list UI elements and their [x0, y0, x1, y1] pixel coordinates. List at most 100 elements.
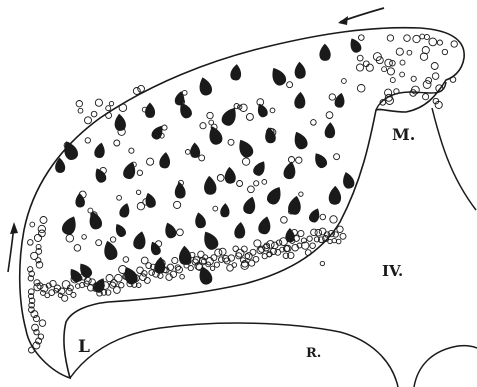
- small-cell: [432, 73, 439, 80]
- small-cell: [74, 245, 81, 252]
- small-cell: [424, 34, 429, 39]
- small-cell: [129, 148, 134, 153]
- small-cell: [334, 154, 340, 160]
- dark-cell: [206, 124, 224, 146]
- small-cell: [337, 226, 343, 232]
- small-cell: [296, 157, 302, 163]
- small-cell: [404, 35, 411, 42]
- small-cell: [136, 190, 140, 194]
- small-cell: [281, 217, 288, 224]
- small-cell: [217, 175, 224, 182]
- small-cell: [137, 267, 144, 274]
- small-cell: [332, 238, 336, 242]
- small-cell: [91, 111, 97, 117]
- dark-cell: [193, 211, 207, 229]
- small-cell: [188, 266, 193, 271]
- dark-cell: [230, 64, 242, 81]
- small-cell: [111, 280, 118, 287]
- dark-cell: [132, 230, 148, 251]
- small-cell: [382, 67, 387, 72]
- dark-cell: [257, 215, 273, 235]
- small-cell: [66, 235, 74, 243]
- m-boundary-curve: [432, 108, 476, 210]
- dark-cell: [224, 166, 237, 184]
- small-cell: [147, 158, 154, 165]
- small-cell: [270, 108, 275, 113]
- small-cell: [214, 262, 219, 267]
- dark-cell: [220, 203, 230, 218]
- small-cell: [84, 277, 91, 284]
- small-cell: [324, 232, 329, 237]
- dark-cell: [234, 221, 247, 239]
- label-m: M.: [392, 125, 415, 144]
- small-cell: [429, 38, 437, 46]
- small-cell: [437, 40, 442, 45]
- small-cell: [115, 274, 123, 282]
- dark-cell: [294, 91, 306, 109]
- small-cell: [450, 77, 456, 83]
- small-cell: [254, 181, 259, 186]
- small-cell: [241, 246, 247, 252]
- small-cell: [137, 170, 142, 175]
- small-cell: [177, 229, 184, 236]
- dark-cell: [148, 240, 162, 257]
- small-cell: [305, 250, 311, 256]
- small-cell: [320, 261, 324, 265]
- small-cell: [336, 239, 341, 244]
- small-cell: [85, 117, 92, 124]
- small-cell: [78, 108, 83, 113]
- small-cell: [310, 243, 316, 249]
- small-cell: [387, 35, 393, 41]
- small-cell: [106, 112, 112, 118]
- small-cell: [357, 55, 363, 61]
- small-cell: [209, 120, 214, 125]
- small-cell: [39, 230, 46, 237]
- small-cell: [400, 72, 405, 77]
- small-cell: [423, 94, 429, 100]
- dark-cell: [75, 193, 86, 208]
- small-cell: [242, 158, 249, 165]
- small-cell: [114, 140, 120, 146]
- dark-cell: [113, 222, 128, 239]
- small-cell: [96, 240, 102, 246]
- dark-cell: [190, 142, 201, 158]
- small-cell: [119, 283, 124, 288]
- dark-cell: [282, 160, 297, 180]
- r-region-outline: [70, 323, 398, 387]
- dark-cell: [101, 239, 119, 261]
- small-cell: [359, 35, 365, 41]
- small-cell: [431, 63, 438, 70]
- small-cell: [315, 229, 322, 236]
- small-cell: [144, 277, 150, 283]
- dark-cell: [118, 202, 132, 219]
- small-cell: [133, 88, 140, 95]
- dark-cell: [93, 142, 106, 159]
- dark-cell: [162, 221, 178, 240]
- label-r: R.: [306, 346, 321, 361]
- small-cell: [117, 195, 122, 200]
- small-cell: [228, 139, 234, 145]
- small-cell: [319, 228, 326, 235]
- small-cell: [307, 236, 312, 241]
- dark-cell: [255, 102, 269, 119]
- small-cell: [172, 257, 178, 263]
- small-cell: [34, 234, 41, 241]
- dark-cell: [291, 129, 310, 151]
- small-cell: [39, 320, 46, 327]
- label-l: L: [78, 337, 90, 357]
- small-cell: [210, 266, 214, 270]
- dark-cell-group: [54, 36, 363, 294]
- small-cell: [280, 238, 288, 246]
- small-cell: [292, 244, 299, 251]
- small-cell: [206, 258, 214, 266]
- dark-cell: [200, 228, 221, 252]
- small-cell: [333, 232, 338, 237]
- dark-cell: [242, 195, 258, 215]
- small-cell: [141, 257, 148, 264]
- small-cell: [298, 230, 304, 236]
- small-cell: [246, 113, 253, 120]
- dark-cell: [324, 122, 335, 138]
- small-cell: [340, 233, 346, 239]
- small-cell: [110, 237, 115, 242]
- small-cell: [328, 239, 332, 243]
